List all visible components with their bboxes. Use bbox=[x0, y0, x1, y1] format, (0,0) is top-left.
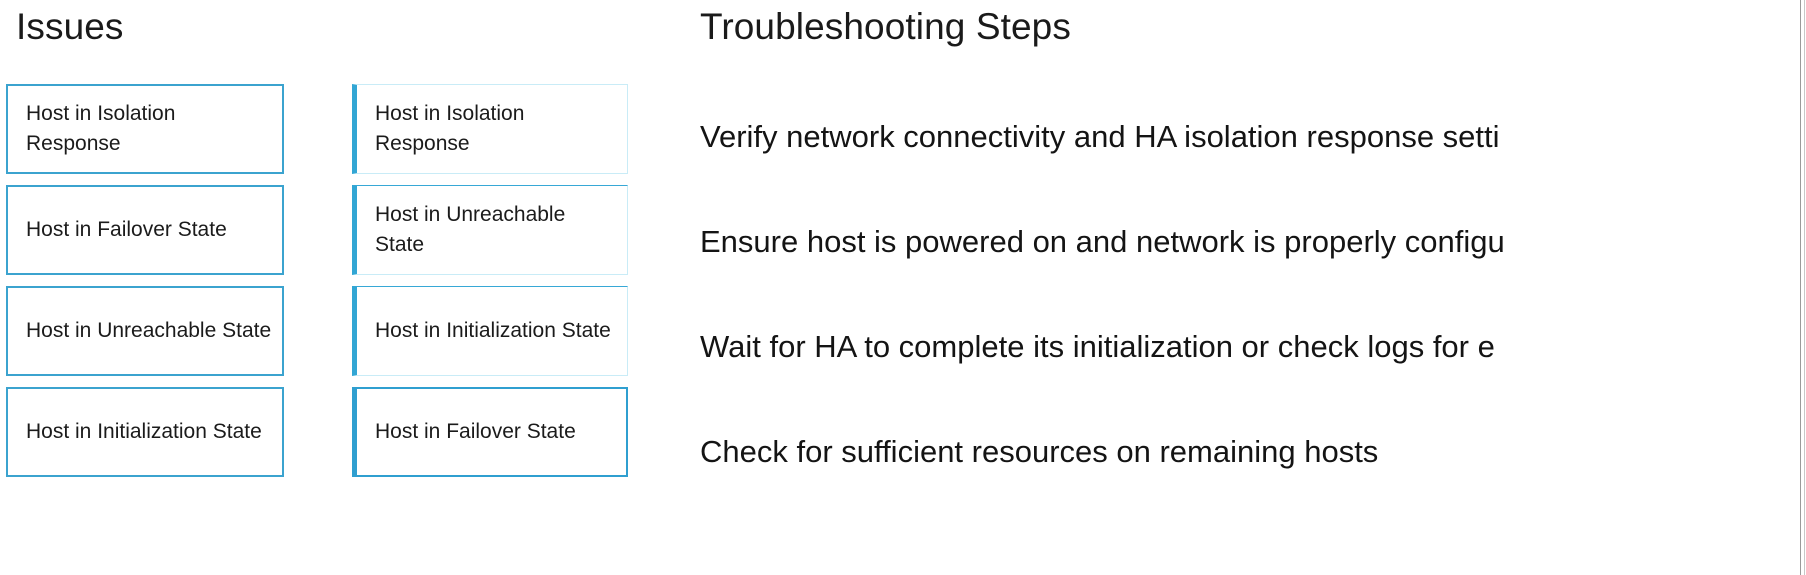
issue-card[interactable]: Host in Isolation Response bbox=[352, 84, 628, 174]
issue-card-label: Host in Initialization State bbox=[26, 420, 262, 444]
troubleshooting-step-text: Verify network connectivity and HA isola… bbox=[700, 118, 1500, 154]
issues-heading: Issues bbox=[16, 6, 124, 47]
troubleshooting-step-row: Check for sufficient resources on remain… bbox=[700, 399, 1800, 504]
issue-card[interactable]: Host in Initialization State bbox=[352, 286, 628, 376]
issue-card-label: Host in Unreachable State bbox=[26, 319, 272, 343]
troubleshooting-step-text: Ensure host is powered on and network is… bbox=[700, 223, 1505, 259]
issue-card-label: Host in Failover State bbox=[26, 218, 227, 242]
issues-column-left: Host in Isolation Response Host in Failo… bbox=[6, 84, 284, 488]
issue-card-label: Host in Isolation Response bbox=[26, 102, 176, 155]
right-edge-divider bbox=[1800, 0, 1801, 575]
issue-card[interactable]: Host in Unreachable State bbox=[6, 286, 284, 376]
troubleshooting-steps-list: Verify network connectivity and HA isola… bbox=[700, 84, 1800, 504]
troubleshooting-step-text: Wait for HA to complete its initializati… bbox=[700, 328, 1495, 364]
troubleshooting-steps-heading: Troubleshooting Steps bbox=[700, 6, 1071, 47]
issue-card[interactable]: Host in Failover State bbox=[352, 387, 628, 477]
troubleshooting-step-row: Wait for HA to complete its initializati… bbox=[700, 294, 1800, 399]
troubleshooting-step-text: Check for sufficient resources on remain… bbox=[700, 433, 1379, 469]
issues-column-middle: Host in Isolation Response Host in Unrea… bbox=[352, 84, 628, 488]
issue-card-label: Host in Isolation Response bbox=[375, 102, 525, 155]
issue-card[interactable]: Host in Initialization State bbox=[6, 387, 284, 477]
issue-card[interactable]: Host in Unreachable State bbox=[352, 185, 628, 275]
issue-card-label: Host in Failover State bbox=[375, 420, 576, 444]
right-edge-divider-secondary bbox=[1804, 0, 1805, 575]
issue-card[interactable]: Host in Failover State bbox=[6, 185, 284, 275]
troubleshooting-step-row: Verify network connectivity and HA isola… bbox=[700, 84, 1800, 189]
issue-card[interactable]: Host in Isolation Response bbox=[6, 84, 284, 174]
issue-card-label: Host in Initialization State bbox=[375, 319, 611, 343]
troubleshooting-step-row: Ensure host is powered on and network is… bbox=[700, 189, 1800, 294]
issue-card-label: Host in Unreachable State bbox=[375, 203, 566, 256]
